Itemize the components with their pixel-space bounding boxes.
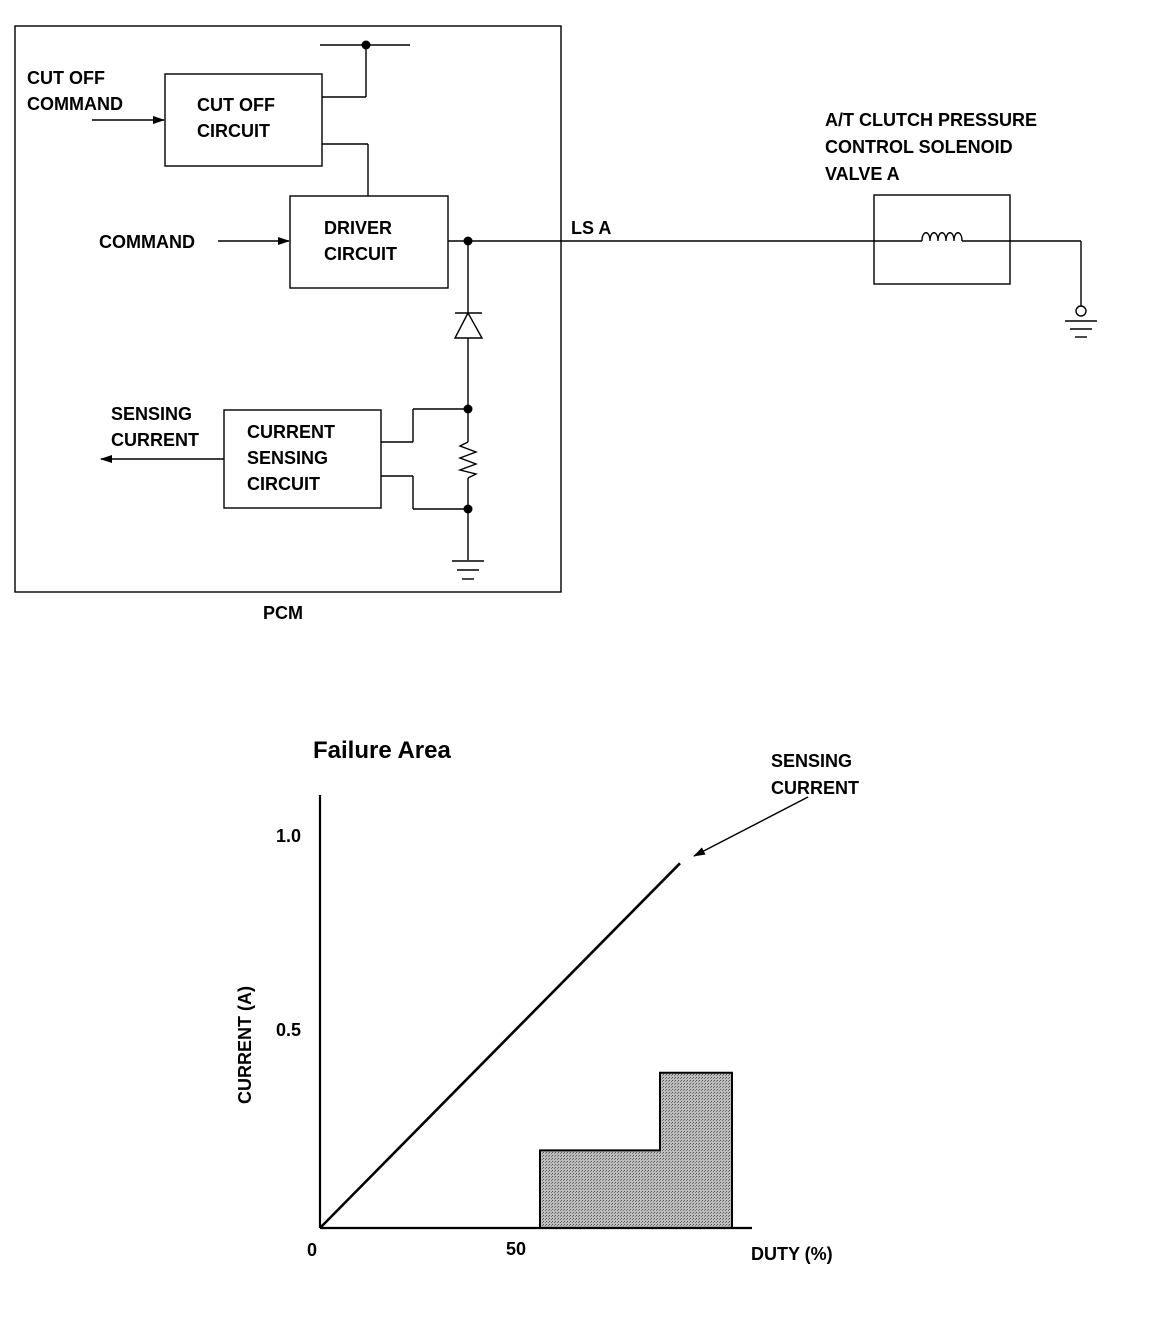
cut-off-circuit-label: CUT OFF CIRCUIT [197,95,280,141]
failure-area-graph: Failure Area SENSING CURRENT 1.0 0.5 0 5… [235,737,859,1264]
cut-off-command-label: CUT OFF COMMAND [27,68,123,114]
y-tick-label: 0.5 [276,1020,301,1040]
failure-area-region [539,1071,733,1229]
pcm-label: PCM [263,603,303,623]
resistor-symbol [457,441,479,479]
command-label: COMMAND [99,232,195,252]
x-tick-label: 50 [506,1239,526,1259]
x-tick-label: 0 [307,1240,317,1260]
x-axis-label: DUTY (%) [751,1244,833,1264]
solenoid-label: A/T CLUTCH PRESSURE CONTROL SOLENOID VAL… [825,110,1042,184]
driver-circuit-box [289,195,449,289]
ground-icon [452,560,484,580]
coil-icon [921,232,963,242]
circuit-diagram: PCM CUT OFF COMMAND CUT OFF CIRCUIT COMM… [14,25,1097,623]
y-axis-label: CURRENT (A) [235,986,255,1104]
driver-circuit-label: DRIVER CIRCUIT [324,218,397,264]
ground-icon [1065,305,1097,338]
current-sensing-circuit-label: CURRENT SENSING CIRCUIT [247,422,340,494]
graph-title: Failure Area [313,737,451,764]
pcm-box [14,25,562,593]
sensing-current-label: SENSING CURRENT [111,404,199,450]
line-label: LS A [571,218,611,238]
diode-symbol [453,311,484,339]
y-tick-label: 1.0 [276,826,301,846]
solenoid-box [873,194,1011,285]
annotation-arrow [693,796,809,857]
sensing-current-line [319,862,681,1229]
sensing-current-annotation: SENSING CURRENT [771,751,859,798]
cut-off-circuit-box [164,73,323,167]
